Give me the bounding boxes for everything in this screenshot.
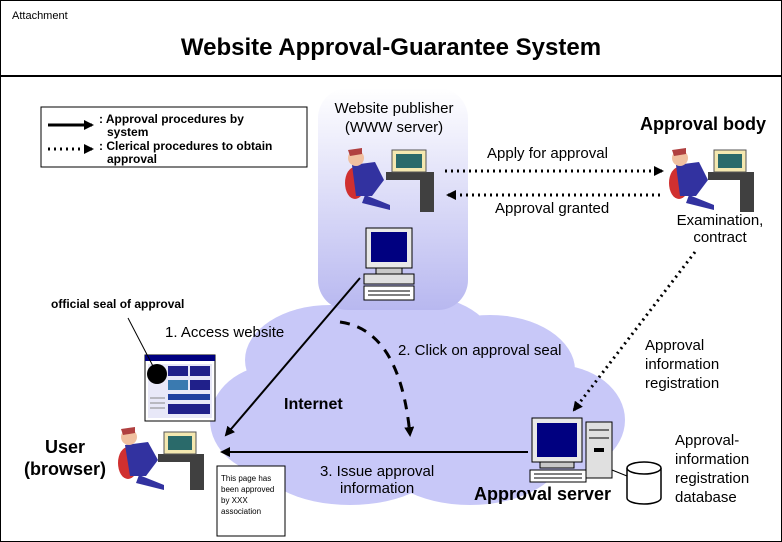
registration-label-3: registration: [645, 375, 720, 392]
publisher-label-1: Website publisher: [334, 100, 454, 117]
internet-label: Internet: [284, 396, 343, 413]
access-arrow: [224, 277, 361, 437]
note-line-4: association: [221, 507, 262, 516]
registration-label-1: Approval: [645, 337, 705, 354]
approval-server-label: Approval server: [474, 484, 612, 504]
click-label: 2. Click on approval seal: [398, 342, 562, 359]
database-label-1: Approval-: [675, 432, 740, 449]
user-label-1: User: [44, 437, 86, 457]
approval-seal-icon: [147, 364, 167, 384]
seal-label: official seal of approval: [51, 297, 185, 311]
database-label-2: information: [675, 451, 750, 468]
approval-page-note: [216, 465, 286, 537]
publisher-label-2: (WWW server): [344, 119, 444, 136]
legend-dotted-text-1: : Clerical procedures to obtain: [99, 139, 273, 153]
access-label: 1. Access website: [165, 324, 285, 341]
legend-box: [40, 106, 308, 168]
title-band: [1, 1, 781, 77]
database-icon: [626, 461, 662, 505]
note-line-2: been approved: [221, 485, 275, 494]
apply-label: Apply for approval: [487, 145, 608, 162]
publisher-computer: [363, 227, 415, 301]
click-seal-arrow: [339, 320, 415, 437]
publisher-person: [345, 148, 434, 212]
database-link: [611, 469, 628, 477]
examination-label-1: Examination,: [676, 212, 764, 229]
publisher-panel: [318, 88, 468, 310]
issue-label-2: information: [340, 480, 415, 497]
examination-label-2: contract: [693, 229, 747, 246]
legend-solid-text-2: system: [107, 125, 149, 139]
user-person: [118, 427, 204, 490]
attachment-label: Attachment: [12, 10, 68, 22]
registration-label-2: information: [645, 356, 720, 373]
issue-label-1: 3. Issue approval: [320, 463, 435, 480]
granted-label: Approval granted: [495, 200, 610, 217]
legend-dotted-text-2: approval: [107, 152, 158, 166]
note-line-1: This page has: [221, 474, 272, 483]
database-label-3: registration: [675, 470, 750, 487]
browser-thumbnail: [144, 354, 216, 422]
approval-body-person: [669, 148, 754, 212]
seal-pointer: [127, 317, 156, 371]
approval-body-label: Approval body: [640, 114, 767, 134]
database-label-4: database: [675, 489, 737, 506]
approval-server-computer: [529, 417, 613, 483]
legend-solid-text-1: : Approval procedures by: [99, 112, 244, 126]
page-title: Website Approval-Guarantee System: [180, 34, 602, 61]
note-line-3: by XXX: [221, 496, 248, 505]
user-label-2: (browser): [23, 459, 106, 479]
